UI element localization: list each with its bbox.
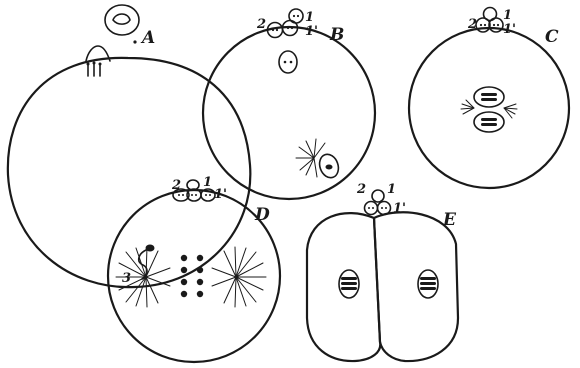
nucleus-right-e: [418, 270, 438, 298]
polar-body-1-label-e: 1: [387, 182, 396, 197]
label-c: C: [545, 27, 559, 47]
egg-a-outline: [8, 58, 251, 287]
polar-bodies-b: [268, 9, 304, 38]
panel-d: 2 1 1' D: [108, 175, 280, 362]
chromosome-group-a: [87, 62, 102, 77]
polar-body-2-label-e: 2: [356, 182, 366, 197]
panel-b: 2 1 1' B: [203, 9, 375, 199]
polar-body-2-label-c: 2: [467, 17, 477, 32]
label-d: D: [254, 205, 270, 225]
polar-body-2-label: 2: [256, 17, 266, 32]
polar-body-1prime-label: 1': [305, 24, 318, 39]
label-a: A: [140, 28, 155, 48]
label-e: E: [442, 210, 457, 230]
polar-body-1prime-label-c: 1': [503, 22, 516, 37]
panel-c: 2 1 1' C: [409, 8, 569, 189]
egg-b-outline: [203, 27, 375, 199]
spindle-rays-c: [461, 100, 517, 118]
aster-right-d: [212, 247, 266, 307]
polar-body-1prime-label-d: 1': [214, 187, 227, 202]
polar-body-1-label-d: 1: [203, 175, 212, 190]
sperm-aster-b: [296, 139, 342, 180]
centrosome-dot-a: [133, 40, 136, 43]
blastomere-right-e: [374, 212, 458, 361]
panel-e: 2 1 1' E: [307, 182, 458, 361]
polar-body-2-label-d: 2: [171, 178, 181, 193]
female-pronucleus-b: [279, 51, 297, 73]
egg-c-outline: [409, 28, 569, 188]
polar-body-1-label-c: 1: [503, 8, 512, 23]
aster-left-d: [116, 247, 170, 307]
pronuclei-c: [474, 87, 504, 132]
polar-body-1-label: 1: [305, 10, 314, 25]
polar-body-a: [105, 5, 139, 35]
panel-a: 3 A: [8, 5, 251, 287]
label-b: B: [329, 25, 344, 45]
sperm-number-label: 3: [122, 271, 131, 286]
nucleus-left-e: [339, 270, 359, 298]
polar-body-1prime-label-e: 1': [393, 201, 406, 216]
